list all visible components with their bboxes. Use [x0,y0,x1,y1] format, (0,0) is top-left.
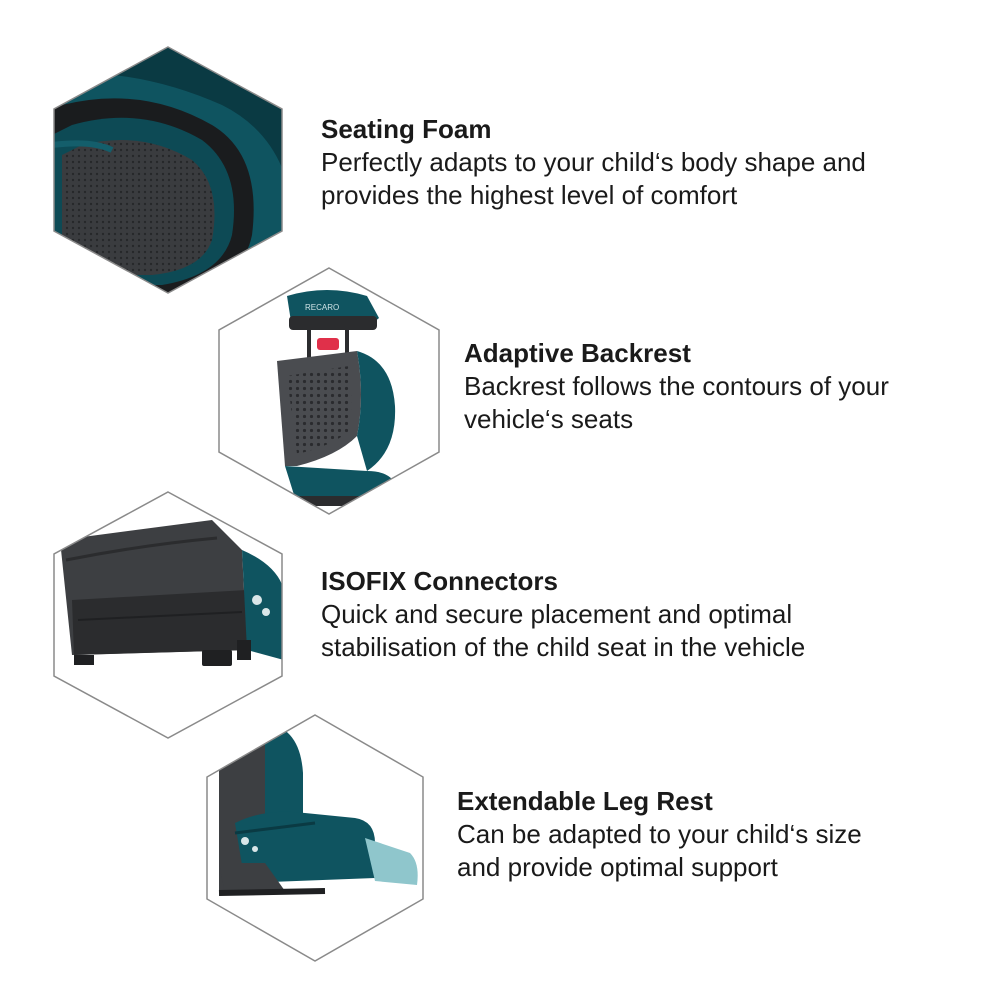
feature-title: Extendable Leg Rest [457,786,713,816]
isofix-connectors-illustration [53,491,283,739]
feature-description: Can be adapted to your child‘s size and … [457,819,862,882]
feature-title: Adaptive Backrest [464,338,691,368]
seating-foam-image [52,45,284,295]
feature-description: Quick and secure placement and optimal s… [321,599,806,662]
extendable-leg-rest-illustration [206,714,424,962]
feature-title: Seating Foam [321,114,492,144]
feature-title: ISOFIX Connectors [321,566,558,596]
feature-description: Backrest follows the contours of your ve… [464,371,889,434]
isofix-connectors-image [52,490,284,740]
adaptive-backrest-illustration: RECARO [218,267,440,515]
seating-foam-illustration [53,46,283,294]
feature-description: Perfectly adapts to your child‘s body sh… [321,147,866,210]
brand-mark: RECARO [305,303,339,312]
adaptive-backrest-image: RECARO [217,266,441,516]
extendable-leg-rest-image [205,713,425,963]
